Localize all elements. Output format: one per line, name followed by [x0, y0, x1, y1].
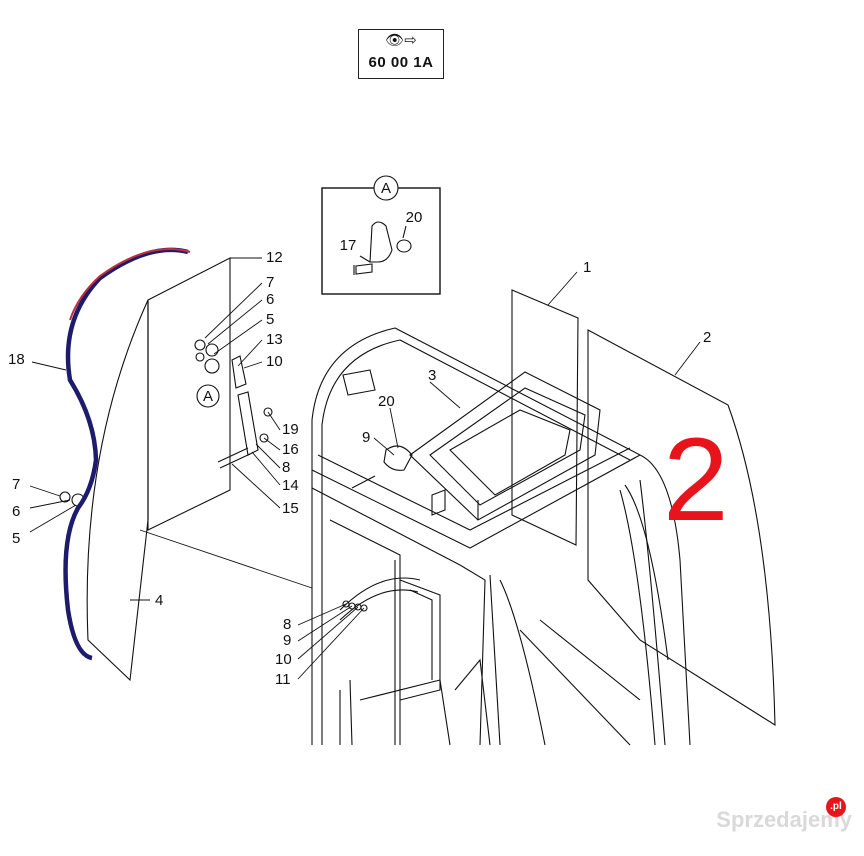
- glass-panel-2: [587, 329, 776, 727]
- door-seal: [63, 247, 189, 661]
- callout-2: 2: [703, 329, 711, 346]
- callout-9-top: 9: [362, 429, 370, 446]
- callout-11: 11: [275, 671, 291, 688]
- callout-12: 12: [266, 249, 283, 266]
- reference-box: 👁⇨ 60 00 1A: [358, 29, 444, 79]
- side-glass-panel: [86, 299, 149, 682]
- callout-4: 4: [155, 592, 163, 609]
- callout-10-bottom: 10: [275, 651, 292, 668]
- door-seal-highlight: [69, 248, 191, 321]
- detail-a-badge: [373, 175, 399, 201]
- callout-14: 14: [282, 477, 299, 494]
- glass-panel-1: [511, 289, 579, 546]
- callout-6-top: 6: [266, 291, 274, 308]
- callout-1: 1: [583, 259, 591, 276]
- callout-18: 18: [8, 351, 25, 368]
- hinge-assembly: [59, 339, 413, 612]
- glass-panel-12: [147, 257, 231, 531]
- callout-5-top: 5: [266, 311, 274, 328]
- callout-15: 15: [282, 500, 299, 517]
- callout-9-bottom: 9: [283, 632, 291, 649]
- detail-a-label: A: [381, 180, 391, 197]
- cab-frame: [311, 327, 691, 746]
- callout-8-bottom: 8: [283, 616, 291, 633]
- callout-17-detail: 17: [340, 237, 357, 254]
- callout-7-top: 7: [266, 274, 274, 291]
- callout-10-top: 10: [266, 353, 283, 370]
- callout-20: 20: [378, 393, 395, 410]
- callout-3: 3: [428, 367, 436, 384]
- highlight-number: 2: [663, 414, 729, 546]
- reference-code: 60 00 1A: [368, 54, 434, 71]
- detail-a-bracket: [369, 221, 393, 263]
- callout-20-detail: 20: [406, 209, 423, 226]
- roof-hatch: [409, 371, 601, 521]
- callout-13: 13: [266, 331, 283, 348]
- callout-6-left: 6: [12, 503, 20, 520]
- leader-lines: [29, 257, 701, 680]
- watermark-badge: .pl: [826, 797, 846, 817]
- callout-a: A: [203, 388, 213, 405]
- callout-19: 19: [282, 421, 299, 438]
- callout-8-top: 8: [282, 459, 290, 476]
- detail-a-nut: [396, 239, 412, 253]
- callout-16: 16: [282, 441, 299, 458]
- detail-a-marker: [196, 384, 220, 408]
- callout-7-left: 7: [12, 476, 20, 493]
- detail-a-bolt: [353, 263, 373, 275]
- view-arrow-icon: 👁⇨: [385, 32, 417, 49]
- callout-5-left: 5: [12, 530, 20, 547]
